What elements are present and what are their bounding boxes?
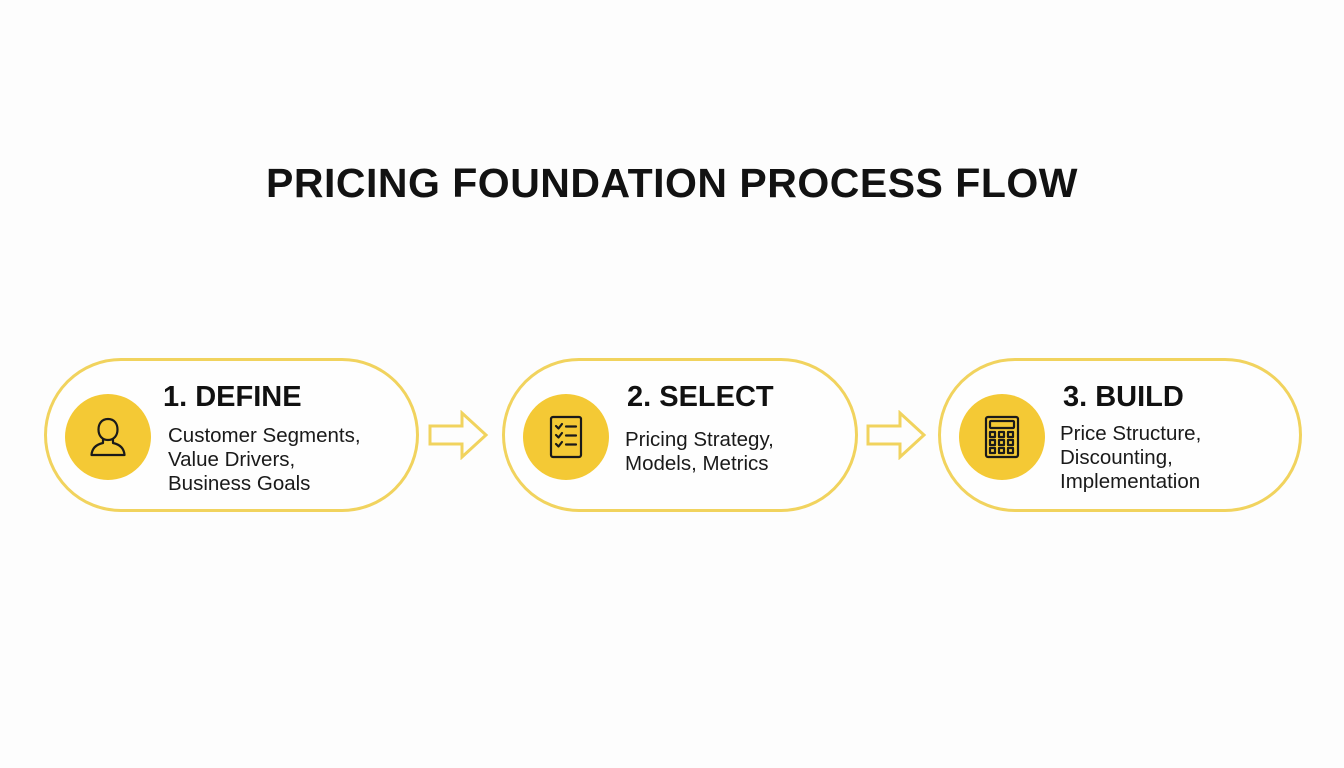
step-build-line: Price Structure, <box>1060 422 1202 445</box>
step-select-line: Models, Metrics <box>625 452 769 475</box>
step-build: 3. BUILD Price Structure, Discounting, I… <box>938 358 1302 512</box>
step-select-line: Pricing Strategy, <box>625 428 774 451</box>
step-select-badge <box>523 394 609 480</box>
step-define: 1. DEFINE Customer Segments, Value Drive… <box>44 358 419 512</box>
step-build-line: Discounting, <box>1060 446 1173 469</box>
step-build-description: Price Structure, Discounting, Implementa… <box>1060 422 1201 494</box>
checklist-icon <box>549 415 583 459</box>
step-build-line: Implementation <box>1060 470 1201 493</box>
step-define-title: 1. DEFINE <box>163 381 302 413</box>
step-define-badge <box>65 394 151 480</box>
step-select-title: 2. SELECT <box>627 381 774 413</box>
step-define-line: Customer Segments, <box>168 424 361 447</box>
person-icon <box>90 417 126 457</box>
arrow-right-icon <box>866 410 927 460</box>
arrow-right-icon <box>428 410 489 460</box>
step-define-line: Value Drivers, <box>168 448 296 471</box>
step-select: 2. SELECT Pricing Strategy, Models, Metr… <box>502 358 858 512</box>
calculator-icon <box>984 415 1020 459</box>
step-select-description: Pricing Strategy, Models, Metrics <box>625 428 774 476</box>
step-define-line: Business Goals <box>168 472 311 495</box>
step-define-description: Customer Segments, Value Drivers, Busine… <box>168 424 361 496</box>
step-build-title: 3. BUILD <box>1063 381 1184 413</box>
page-title: PRICING FOUNDATION PROCESS FLOW <box>266 160 1078 206</box>
step-build-badge <box>959 394 1045 480</box>
